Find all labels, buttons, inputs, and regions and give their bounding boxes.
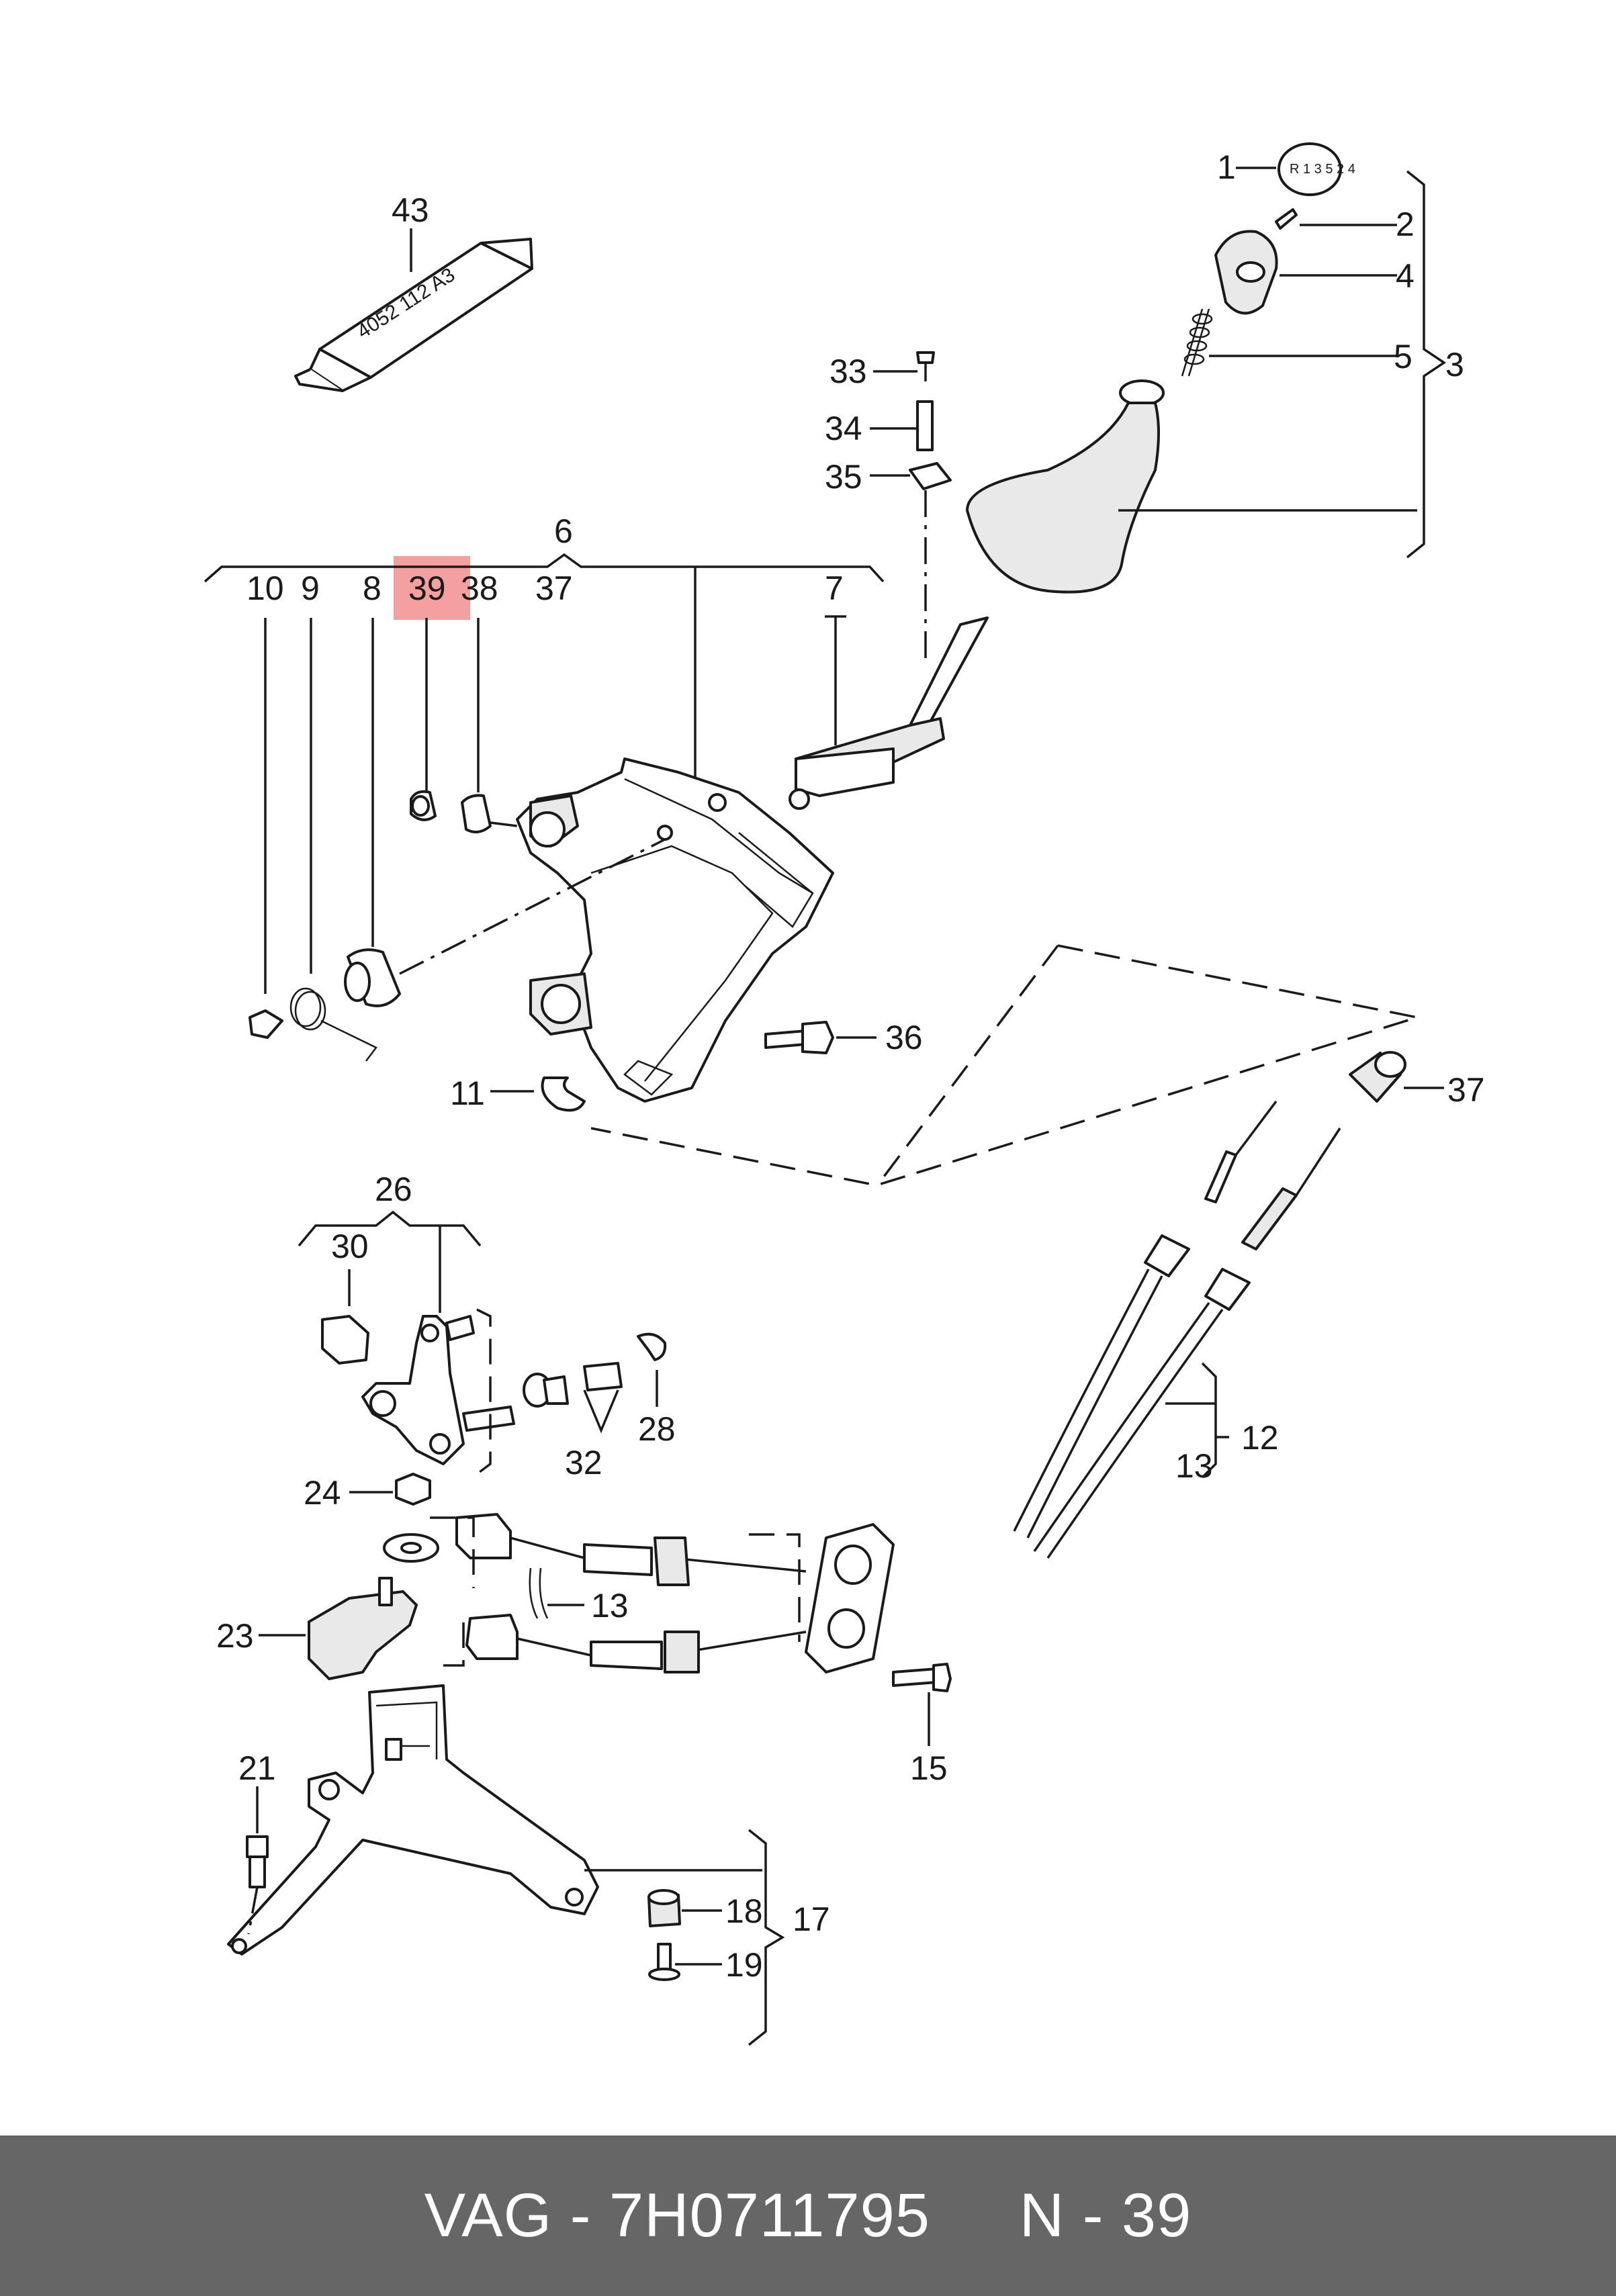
label-30: 30 [331, 1228, 369, 1265]
label-12: 12 [1241, 1419, 1279, 1457]
dashed-outline [590, 944, 1418, 1187]
bracket-group-26 [298, 1210, 667, 1475]
exploded-parts-diagram: 4052 112 A3 R 1 3 5 2 4 [204, 142, 1485, 2046]
gear-knob-assembly: R 1 3 5 2 4 [966, 142, 1447, 594]
shift-cables-12-13 [1013, 1100, 1341, 1559]
cable-ends [455, 1513, 807, 1673]
label-9: 9 [301, 569, 320, 607]
label-10: 10 [246, 569, 284, 607]
label-35: 35 [825, 458, 862, 496]
knob-text: R 1 3 5 2 4 [1290, 162, 1355, 177]
clip-part-11 [490, 1076, 586, 1112]
bolt-group-33-34-35 [870, 351, 952, 665]
label-13-right: 13 [1175, 1447, 1213, 1485]
label-38: 38 [461, 569, 498, 607]
bracket-6 [204, 553, 885, 583]
cable-plate-part-15 [805, 1523, 952, 1746]
grease-tube-part-43: 4052 112 A3 [294, 228, 533, 392]
label-23: 23 [216, 1617, 254, 1655]
nut-bracket-23-24 [259, 1473, 475, 1680]
label-2: 2 [1396, 205, 1415, 243]
footer-bar: VAG - 7H0711795 N - 39 [0, 2136, 1616, 2296]
label-33: 33 [829, 353, 867, 390]
label-32: 32 [565, 1444, 602, 1481]
label-39: 39 [408, 569, 446, 607]
end-fitting-part-37 [1349, 1051, 1444, 1103]
label-26: 26 [375, 1170, 412, 1208]
bolt-part-21 [246, 1786, 269, 1935]
label-19: 19 [725, 1946, 763, 1984]
label-1: 1 [1217, 148, 1236, 186]
label-13-left: 13 [591, 1587, 629, 1624]
label-8: 8 [363, 569, 381, 607]
label-6: 6 [554, 512, 573, 550]
base-bracket-part-17 [227, 1684, 785, 2046]
bushings-38-39 [410, 618, 518, 833]
label-17: 17 [793, 1900, 830, 1938]
label-28: 28 [638, 1410, 676, 1448]
label-7: 7 [825, 569, 844, 607]
part-number-labels: 43 1 2 4 5 3 33 34 35 6 10 9 8 39 38 37 … [216, 148, 1485, 1984]
gear-lever-part-7 [789, 615, 989, 810]
label-37-top: 37 [535, 569, 573, 607]
label-4: 4 [1396, 257, 1415, 295]
bolt-part-36 [764, 1021, 877, 1054]
label-11: 11 [450, 1074, 485, 1112]
label-21: 21 [238, 1749, 276, 1787]
label-43: 43 [392, 191, 429, 229]
spring-clip-8-9-10 [249, 618, 666, 1062]
label-24: 24 [304, 1474, 341, 1512]
label-5: 5 [1394, 338, 1412, 375]
label-36: 36 [885, 1019, 923, 1056]
label-34: 34 [825, 410, 862, 447]
label-3: 3 [1445, 346, 1464, 383]
label-15: 15 [910, 1749, 948, 1787]
part-number-caption: VAG - 7H0711795 N - 39 [424, 2181, 1192, 2250]
bushing-18-19 [647, 1889, 722, 1981]
shift-housing-part-6 [516, 757, 834, 1103]
label-37-right: 37 [1447, 1071, 1485, 1109]
label-18: 18 [725, 1892, 763, 1930]
